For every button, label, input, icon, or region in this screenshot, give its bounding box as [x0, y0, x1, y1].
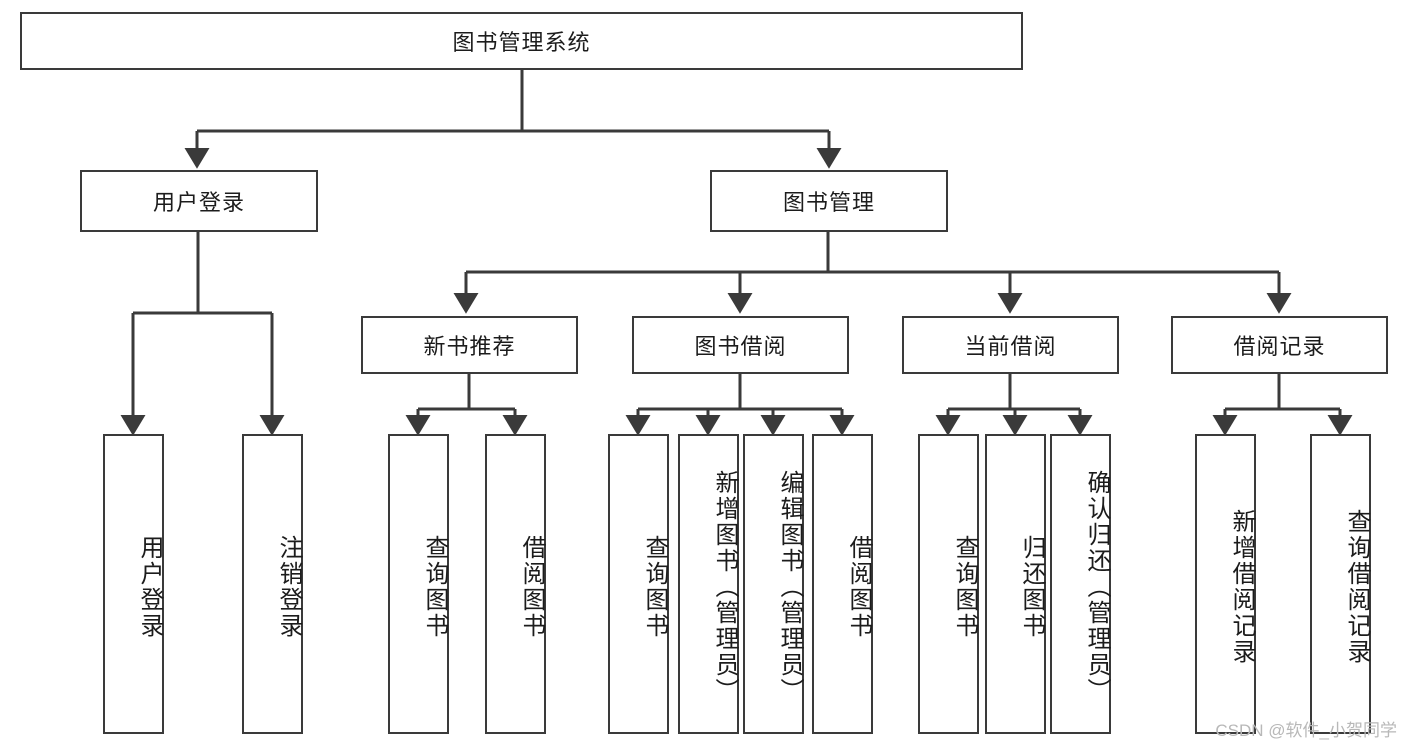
leaf-add-book-admin[interactable]: 新增图书（管理员）: [678, 434, 739, 734]
leaf-new-book-borrow[interactable]: 借阅图书: [485, 434, 546, 734]
leaf-new-book-query[interactable]: 查询图书: [388, 434, 449, 734]
leaf-label: 借阅图书: [845, 535, 872, 639]
leaf-query-borrow-record[interactable]: 查询借阅记录: [1310, 434, 1371, 734]
leaf-label: 查询图书: [641, 535, 668, 639]
leaf-label: 借阅图书: [518, 535, 545, 639]
leaf-current-query-book[interactable]: 查询图书: [918, 434, 979, 734]
watermark-text: CSDN @软件_小贺同学: [1215, 721, 1397, 740]
leaf-label: 用户登录: [136, 535, 163, 639]
leaf-label: 编辑图书（管理员）: [776, 470, 803, 704]
leaf-user-login[interactable]: 用户登录: [103, 434, 164, 734]
node-borrow-record[interactable]: 借阅记录: [1171, 316, 1388, 374]
leaf-edit-book-admin[interactable]: 编辑图书（管理员）: [743, 434, 804, 734]
leaf-borrow-query-book[interactable]: 查询图书: [608, 434, 669, 734]
leaf-label: 查询借阅记录: [1343, 509, 1370, 665]
leaf-return-book[interactable]: 归还图书: [985, 434, 1046, 734]
leaf-label: 新增借阅记录: [1228, 509, 1255, 665]
node-new-book-recommend[interactable]: 新书推荐: [361, 316, 578, 374]
node-root[interactable]: 图书管理系统: [20, 12, 1023, 70]
node-user-login[interactable]: 用户登录: [80, 170, 318, 232]
node-book-borrow[interactable]: 图书借阅: [632, 316, 849, 374]
node-current-borrow[interactable]: 当前借阅: [902, 316, 1119, 374]
leaf-label: 新增图书（管理员）: [711, 470, 738, 704]
leaf-label: 查询图书: [421, 535, 448, 639]
leaf-label: 确认归还（管理员）: [1083, 470, 1110, 704]
leaf-label: 查询图书: [951, 535, 978, 639]
leaf-borrow-book[interactable]: 借阅图书: [812, 434, 873, 734]
node-book-management[interactable]: 图书管理: [710, 170, 948, 232]
leaf-confirm-return-admin[interactable]: 确认归还（管理员）: [1050, 434, 1111, 734]
leaf-label: 注销登录: [275, 535, 302, 639]
leaf-add-borrow-record[interactable]: 新增借阅记录: [1195, 434, 1256, 734]
leaf-label: 归还图书: [1018, 535, 1045, 639]
leaf-logout[interactable]: 注销登录: [242, 434, 303, 734]
